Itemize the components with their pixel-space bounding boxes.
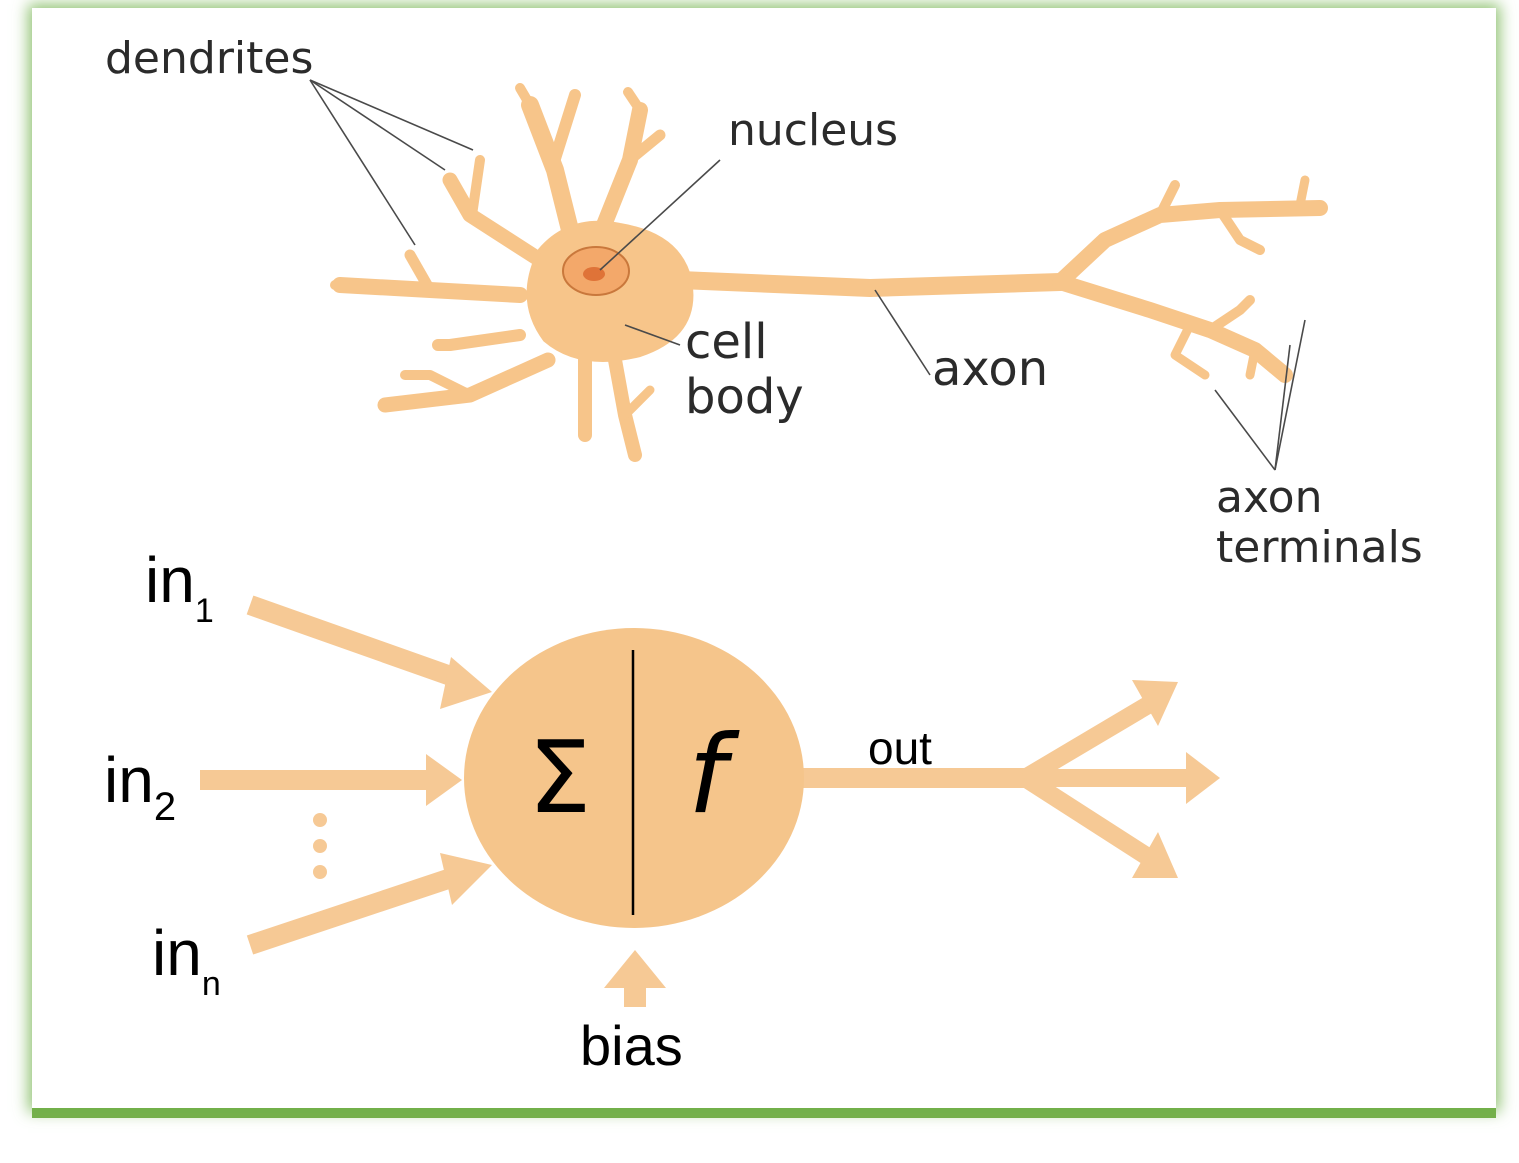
input-arrows	[200, 595, 492, 955]
input-arrow-n	[246, 865, 464, 955]
bias-label: bias	[580, 1014, 683, 1077]
input-arrow-n-head	[440, 853, 492, 905]
biological-neuron: dendrites nucleus cell body axon axon te…	[105, 33, 1423, 573]
output-arrow-down-head	[1132, 832, 1178, 878]
dendrites-label: dendrites	[105, 33, 313, 84]
input-label-n: inn	[152, 917, 221, 1003]
output-label: out	[868, 722, 932, 774]
input-labels: in1 in2 inn	[104, 544, 221, 1003]
input-arrow-1-head	[440, 657, 492, 709]
input-label-2: in2	[104, 744, 176, 829]
axon-label: axon	[932, 341, 1048, 397]
output-branch-down	[1020, 770, 1153, 865]
axon-terminals-label-line2: terminals	[1216, 522, 1423, 573]
cell-label: cell	[685, 314, 768, 370]
label-pointers	[309, 79, 1306, 471]
axon-terminals-label-line1: axon	[1216, 472, 1322, 523]
ellipsis-dot	[313, 839, 327, 853]
body-label: body	[685, 369, 804, 425]
output-arrow-mid-head	[1186, 752, 1220, 804]
output-branch-up	[1020, 697, 1153, 786]
output-arrows	[800, 680, 1220, 878]
diagram-frame	[32, 8, 1496, 1108]
nucleus-label: nucleus	[728, 105, 898, 156]
input-arrow-2-head	[426, 754, 462, 806]
sum-symbol: Σ	[528, 719, 591, 836]
bias-arrow	[604, 950, 666, 1007]
nucleolus-shape	[583, 267, 605, 281]
input-arrow-1	[246, 595, 466, 690]
output-arrow-up-head	[1132, 680, 1178, 726]
dendrite-branches	[330, 83, 1328, 462]
ellipsis-dot	[313, 865, 327, 879]
ellipsis-dot	[313, 813, 327, 827]
input-label-1: in1	[145, 544, 214, 630]
artificial-neuron: Σ f in1 in2 inn out bias	[104, 544, 1220, 1077]
